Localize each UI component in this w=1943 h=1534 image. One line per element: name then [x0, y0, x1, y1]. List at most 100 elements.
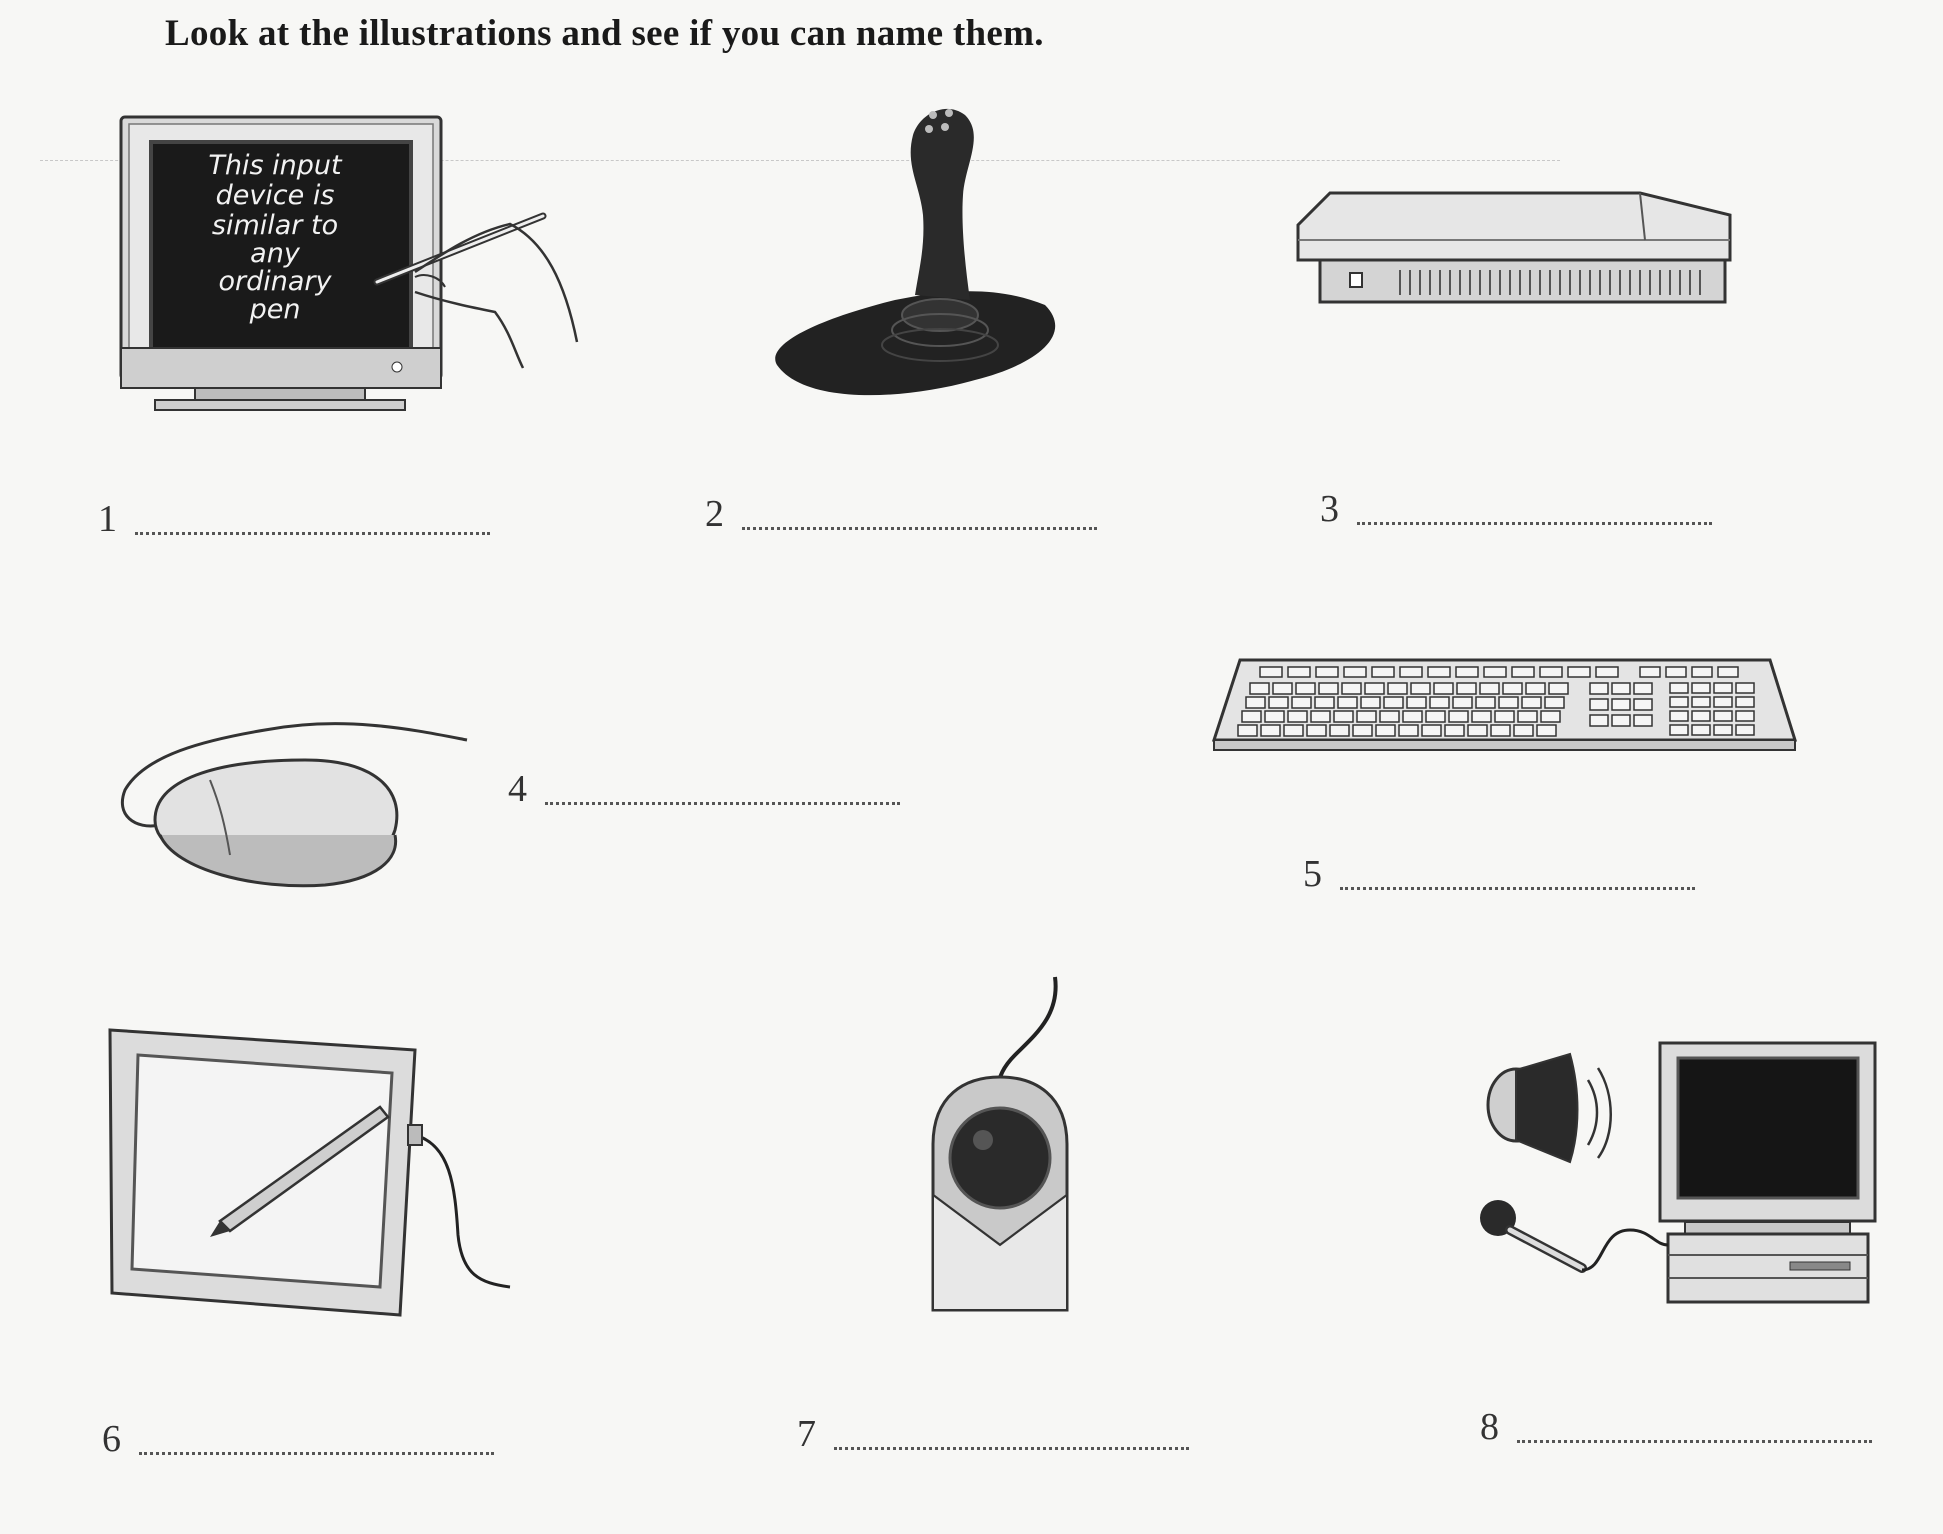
keyboard-key [1589, 698, 1609, 711]
keyboard-key [1379, 710, 1400, 723]
answer-line-6[interactable]: 6 [102, 1420, 494, 1458]
item-number: 7 [797, 1413, 816, 1455]
keyboard-key [1633, 714, 1653, 727]
keyboard-key [1475, 696, 1496, 709]
keyboard-key [1383, 696, 1404, 709]
screen-text-line: pen [249, 294, 301, 325]
screen-text-line: any [250, 238, 301, 269]
screen-text-line: ordinary [219, 266, 333, 297]
keyboard-key [1490, 724, 1511, 737]
keyboard-key [1483, 666, 1507, 678]
keyboard-key [1713, 682, 1733, 694]
mouse-icon [121, 722, 468, 888]
keyboard-key [1502, 682, 1523, 695]
keyboard-key [1433, 682, 1454, 695]
keyboard-key [1448, 710, 1469, 723]
keyboard-key [1264, 710, 1285, 723]
keyboard-key [1713, 724, 1733, 736]
keyboard-key [1364, 682, 1385, 695]
answer-line-2[interactable]: 2 [705, 495, 1097, 533]
answer-line-7[interactable]: 7 [797, 1415, 1189, 1453]
keyboard-key [1387, 682, 1408, 695]
answer-line-3[interactable]: 3 [1320, 490, 1712, 528]
keyboard-key [1494, 710, 1515, 723]
keyboard-key [1310, 710, 1331, 723]
answer-blank[interactable] [545, 802, 900, 805]
keyboard-key [1691, 710, 1711, 722]
keyboard-key [1525, 682, 1546, 695]
keyboard-key [1268, 696, 1289, 709]
keyboard-key [1536, 724, 1557, 737]
keyboard-key [1329, 724, 1350, 737]
keyboard-key [1315, 666, 1339, 678]
keyboard-key [1544, 696, 1565, 709]
keyboard-key [1287, 666, 1311, 678]
keyboard-key [1511, 666, 1535, 678]
answer-blank[interactable] [139, 1452, 494, 1455]
keyboard-key [1259, 666, 1283, 678]
keyboard-key [1455, 666, 1479, 678]
keyboard-key [1735, 682, 1755, 694]
keyboard-key [1669, 710, 1689, 722]
answer-line-5[interactable]: 5 [1303, 855, 1695, 893]
keyboard-key [1249, 682, 1270, 695]
keyboard-key [1341, 682, 1362, 695]
keyboard-key [1291, 696, 1312, 709]
keyboard-key [1333, 710, 1354, 723]
keyboard-key [1398, 724, 1419, 737]
keyboard-key [1548, 682, 1569, 695]
answer-line-4[interactable]: 4 [508, 770, 900, 808]
answer-line-8[interactable]: 8 [1480, 1408, 1872, 1446]
keyboard-key [1287, 710, 1308, 723]
answer-blank[interactable] [834, 1447, 1189, 1450]
keyboard-key [1371, 666, 1395, 678]
keyboard-key [1589, 682, 1609, 695]
keyboard-key [1691, 666, 1713, 678]
answer-blank[interactable] [1517, 1440, 1872, 1443]
keyboard-key [1611, 698, 1631, 711]
keyboard-key [1517, 710, 1538, 723]
scan-artifact-line [40, 160, 1560, 161]
item-number: 5 [1303, 853, 1322, 895]
answer-blank[interactable] [1340, 887, 1695, 890]
keyboard-key [1337, 696, 1358, 709]
keyboard-key [1425, 710, 1446, 723]
screen-text-line: similar to [212, 210, 338, 241]
keyboard-key [1421, 724, 1442, 737]
instruction-heading: Look at the illustrations and see if you… [165, 13, 1044, 54]
keyboard-key [1589, 714, 1609, 727]
keyboard-key [1611, 714, 1631, 727]
keyboard-key [1318, 682, 1339, 695]
answer-line-1[interactable]: 1 [98, 500, 490, 538]
keyboard-key [1498, 696, 1519, 709]
keyboard-key [1713, 696, 1733, 708]
answer-blank[interactable] [135, 532, 490, 535]
item-number: 8 [1480, 1406, 1499, 1448]
keyboard-key [1402, 710, 1423, 723]
keyboard-key [1429, 696, 1450, 709]
joystick-icon [775, 108, 1056, 396]
keyboard-key [1375, 724, 1396, 737]
keyboard-key [1356, 710, 1377, 723]
keyboard-key [1272, 682, 1293, 695]
keyboard-key [1471, 710, 1492, 723]
item-number: 2 [705, 493, 724, 535]
keyboard-key [1633, 682, 1653, 695]
keyboard-key [1735, 710, 1755, 722]
keyboard-key [1669, 724, 1689, 736]
keyboard-key [1639, 666, 1661, 678]
keyboard-key [1467, 724, 1488, 737]
keyboard-icon [1211, 658, 1798, 751]
answer-blank[interactable] [1357, 522, 1712, 525]
keyboard-key [1691, 724, 1711, 736]
keyboard-key [1567, 666, 1591, 678]
item-number: 3 [1320, 488, 1339, 530]
keyboard-key [1352, 724, 1373, 737]
answer-blank[interactable] [742, 527, 1097, 530]
keyboard-key [1406, 696, 1427, 709]
keyboard-key [1343, 666, 1367, 678]
keyboard-key [1521, 696, 1542, 709]
screen-text-line: device is [216, 180, 335, 211]
keyboard-key [1669, 682, 1689, 694]
